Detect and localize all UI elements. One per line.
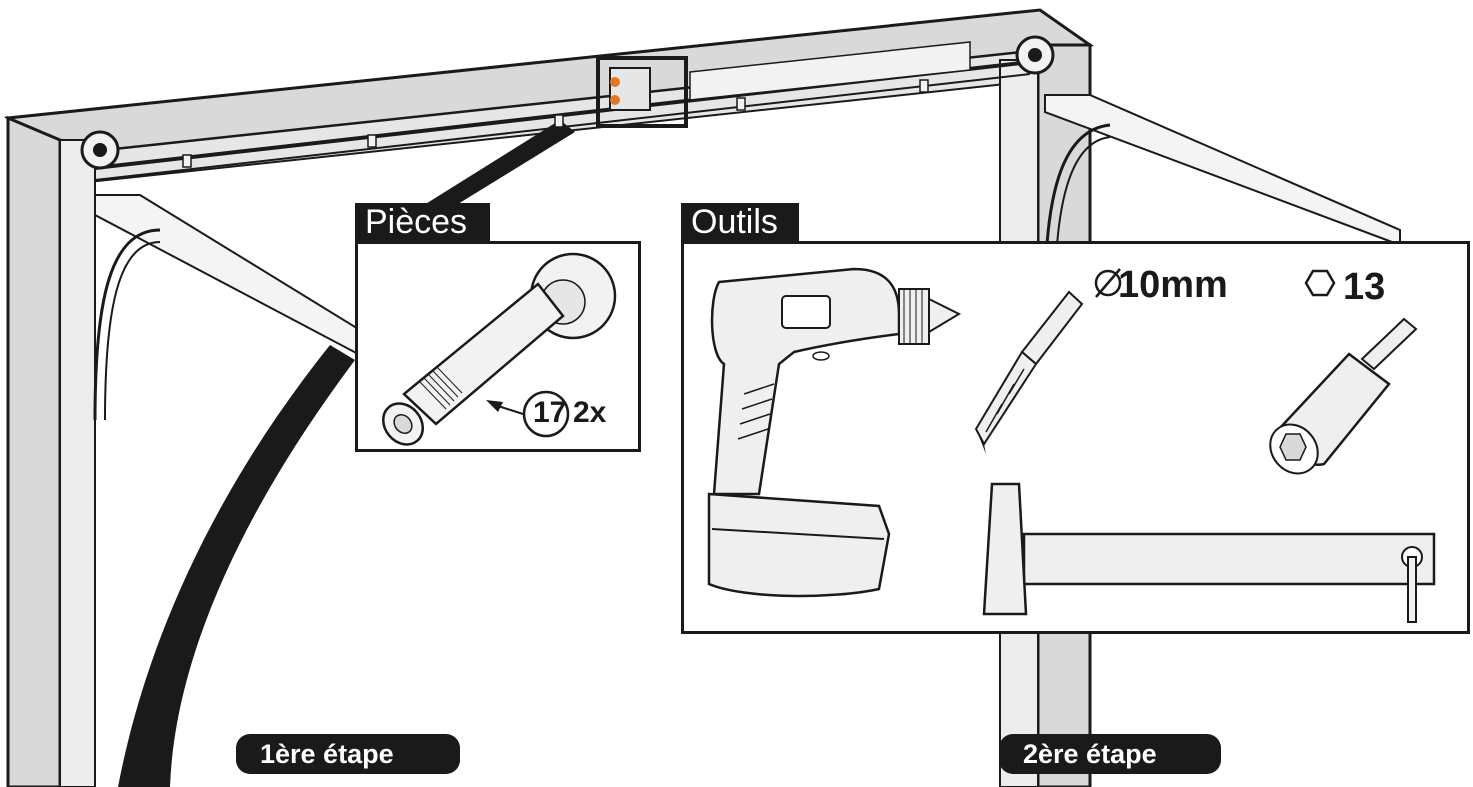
left-post [6,115,62,787]
socket-bit-icon [1269,317,1418,475]
step-1-badge: 1ère étape [236,734,460,774]
part-quantity: 2x [573,396,607,429]
socket-size: 13 [1343,266,1386,308]
hanging-cable [118,345,355,787]
right-horizontal-rail [1044,94,1401,247]
callout-pointer [408,120,575,215]
tools-drawing [707,267,1436,623]
step-2-badge: 2ère étape [999,734,1221,774]
drill-bit-icon [974,290,1084,454]
parts-panel: 17 2x [355,241,641,452]
part-number: 17 [533,396,567,429]
tools-panel-title: Outils [681,203,799,241]
drill-icon [707,267,962,598]
bolt-part-drawing [381,252,617,446]
part-number-circle [522,390,570,438]
hammer-icon [982,482,1436,623]
left-horizontal-rail [94,194,361,357]
drill-bit-size: 10mm [1118,264,1228,306]
diameter-symbol-icon [1094,268,1122,298]
left-curved-rail [93,228,161,421]
torsion-spring [689,41,971,101]
hexagon-symbol-icon [1304,269,1336,297]
part-leader-line [497,405,524,415]
tools-panel: 10mm 13 [681,241,1470,634]
parts-panel-title: Pièces [355,203,490,241]
center-bracket-highlight [596,56,688,128]
beam-bolts [182,79,929,168]
left-post-inner [59,139,96,787]
